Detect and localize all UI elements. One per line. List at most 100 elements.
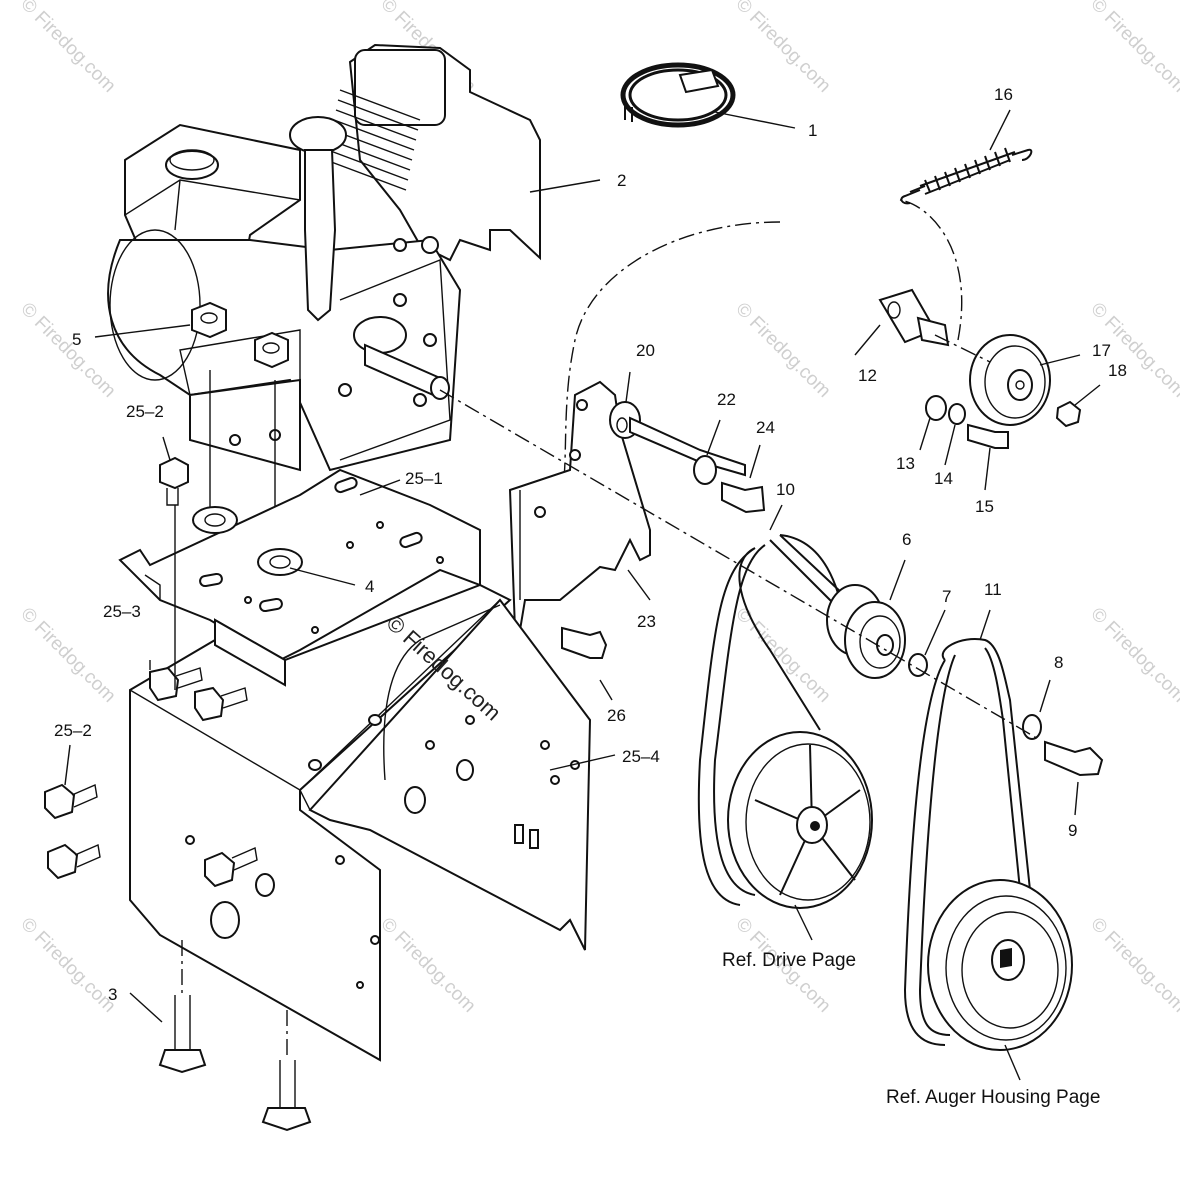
- watermark: © Firedog.com: [16, 299, 119, 402]
- cord-coil: [628, 68, 728, 122]
- frame-slot: [514, 824, 524, 844]
- carriage-bolt: [261, 1107, 312, 1132]
- flange-nut: [191, 301, 227, 339]
- bolt-thread: [166, 488, 179, 506]
- lock-washer-teeth: [204, 513, 226, 527]
- frame-hole: [404, 786, 426, 814]
- flange-nut: [254, 331, 289, 369]
- auger-pulley-face: [961, 911, 1059, 1029]
- callout-5: 5: [72, 330, 81, 349]
- drive-pulley-inner: [745, 743, 871, 901]
- crankshaft-end: [430, 376, 450, 400]
- bracket-hole: [569, 449, 581, 461]
- callout-4: 4: [365, 577, 374, 596]
- frame-housing: [129, 583, 592, 1062]
- lock-nut: [1055, 400, 1082, 428]
- callout-3: 3: [108, 985, 117, 1004]
- callout-7: 7: [942, 587, 951, 606]
- watermark: © Firedog.com: [731, 0, 834, 97]
- bracket-hole: [576, 399, 588, 411]
- bracket-plate: [508, 380, 651, 631]
- drive-pulley-bore: [810, 821, 820, 831]
- callout-labels: 1 2 3 4 5 6 7 8 9 10 11 12 13 14 15 16 1…: [54, 85, 1127, 1004]
- lock-washer-teeth: [269, 555, 291, 569]
- frame-top-edge: [129, 599, 501, 821]
- frame-hole: [465, 715, 475, 725]
- recoil-housing: [109, 229, 201, 381]
- idler-pulley-hub: [1007, 369, 1033, 401]
- callout-9: 9: [1068, 821, 1077, 840]
- hex-bolt: [204, 851, 236, 888]
- block-hole: [421, 236, 439, 254]
- plate-slot: [399, 531, 423, 549]
- cord-plug: [678, 68, 720, 94]
- frame-hole: [456, 759, 474, 781]
- callout-22: 22: [717, 390, 736, 409]
- cord-coil: [620, 62, 736, 128]
- frame-bracket: [214, 618, 286, 687]
- callout-25-2-top: 25–2: [126, 402, 164, 421]
- plate-hole: [346, 541, 354, 549]
- lock-washer: [192, 506, 238, 534]
- callout-8: 8: [1054, 653, 1063, 672]
- idler-arm-hole: [887, 301, 901, 319]
- bolt-thread: [175, 667, 203, 689]
- bolt-thread: [174, 995, 191, 1051]
- hex-bolt: [47, 843, 79, 880]
- engine: [107, 43, 541, 560]
- callout-25-1: 25–1: [405, 469, 443, 488]
- idler-pulley-groove: [984, 345, 1046, 419]
- callout-10: 10: [776, 480, 795, 499]
- plate-slot: [259, 597, 283, 613]
- frame-hole: [255, 873, 275, 897]
- flange-nut-hole: [262, 342, 280, 354]
- electric-starter-cord: [620, 62, 736, 128]
- drive-belt-assembly: [697, 534, 928, 909]
- callout-6: 6: [902, 530, 911, 549]
- watermark: © Firedog.com: [1086, 914, 1180, 1017]
- frame-hole: [356, 981, 364, 989]
- frame-hole: [425, 740, 435, 750]
- pivot-rod-shaft: [629, 416, 746, 477]
- auger-belt-assembly: [903, 638, 1104, 1051]
- fasteners: [44, 456, 608, 1132]
- lock-washer: [257, 548, 303, 576]
- callout-2: 2: [617, 171, 626, 190]
- plate-slot: [334, 476, 358, 494]
- block-hole: [338, 383, 352, 397]
- flange-nut-hole: [200, 312, 218, 324]
- ref-auger-housing-page: Ref. Auger Housing Page: [886, 1087, 1100, 1108]
- idler-pulley-bore: [1015, 380, 1025, 390]
- ref-drive-page: Ref. Drive Page: [722, 950, 856, 971]
- carriage-bolt: [158, 1049, 207, 1074]
- auger-belt: [903, 638, 1031, 1046]
- spring-hook: [900, 189, 921, 205]
- frame-hole: [308, 759, 322, 771]
- hex-bolt: [44, 783, 76, 820]
- plate-hole: [311, 626, 319, 634]
- pulley-spacer: [908, 653, 928, 677]
- frame-hole: [540, 740, 550, 750]
- callout-15: 15: [975, 497, 994, 516]
- top-plate-edge: [144, 574, 161, 600]
- engine-pulley-front: [844, 601, 906, 679]
- frame-slot: [529, 829, 539, 849]
- fuel-cap-top: [169, 149, 215, 171]
- frame-hole: [550, 775, 560, 785]
- watermark: © Firedog.com: [1086, 0, 1180, 97]
- bolt-thread: [231, 847, 258, 871]
- oil-fill-cap: [289, 116, 347, 154]
- block-hole: [423, 333, 437, 347]
- engine-air-housing: [354, 49, 446, 126]
- rod-washer: [693, 455, 717, 485]
- auger-pulley-groove: [945, 895, 1067, 1041]
- crankshaft-boss: [353, 316, 407, 354]
- callout-20: 20: [636, 341, 655, 360]
- oil-fill-tube: [304, 149, 337, 322]
- frame-hole: [368, 714, 382, 726]
- callout-17: 17: [1092, 341, 1111, 360]
- block-hole: [393, 293, 407, 307]
- engine-side: [339, 258, 451, 461]
- auger-pulley-keyway: [1000, 948, 1012, 968]
